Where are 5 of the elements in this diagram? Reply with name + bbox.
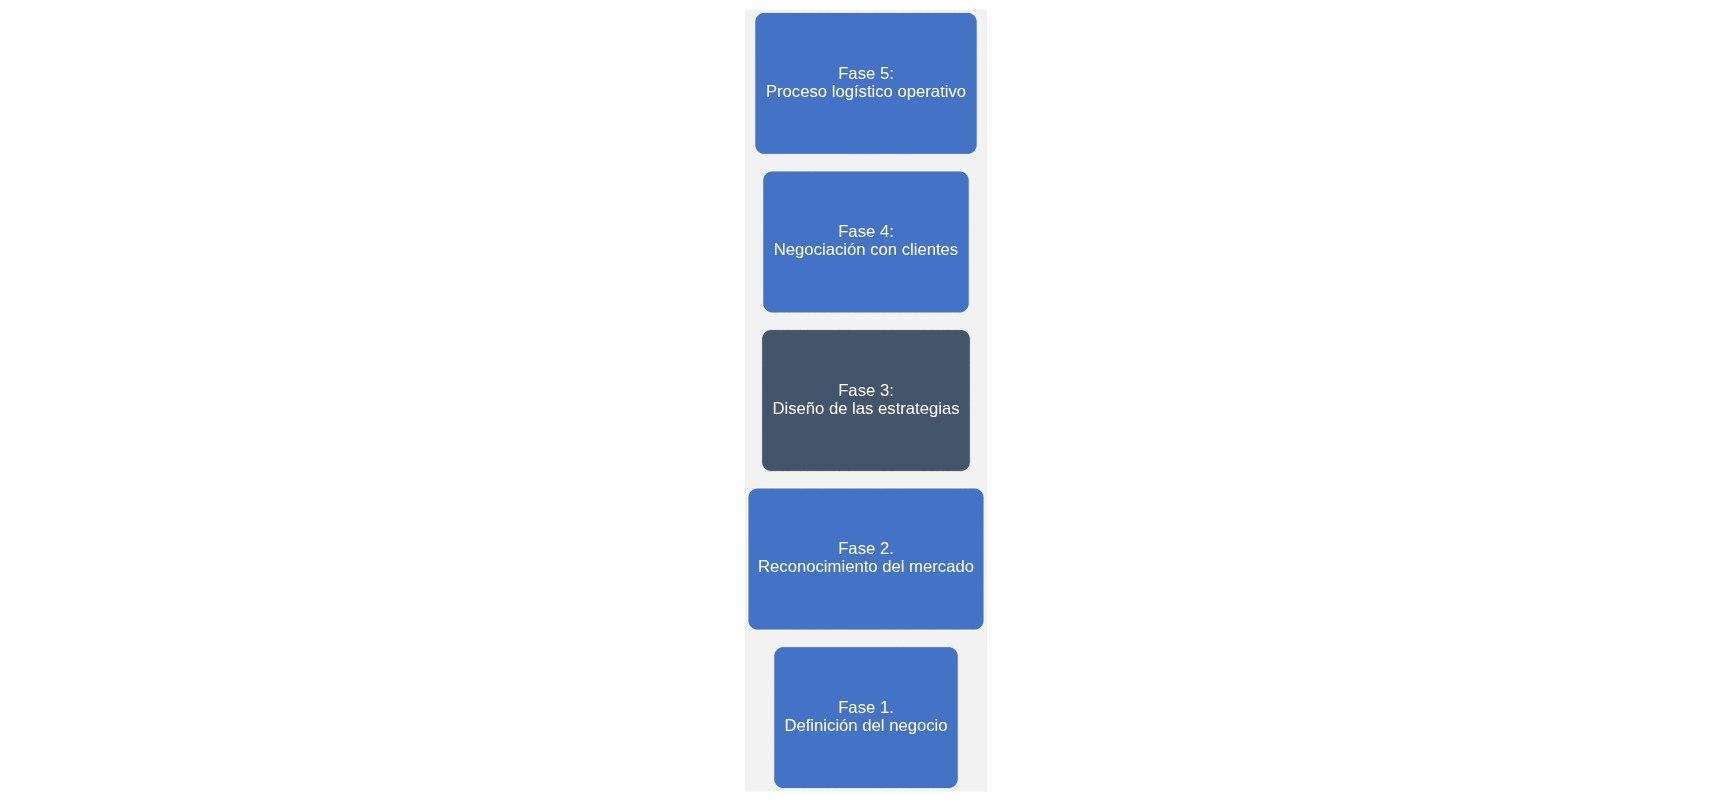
node-box: Fase 2. Reconocimiento del mercado — [747, 487, 985, 631]
node-box: Fase 3: Diseño de las estrategias — [761, 329, 971, 472]
node-box: Fase 1. Definición del negocio — [773, 646, 959, 789]
node-box: Fase 5: Proceso logístico operativo — [754, 12, 978, 155]
node-box: Fase 4: Negociación con clientes — [762, 170, 970, 314]
